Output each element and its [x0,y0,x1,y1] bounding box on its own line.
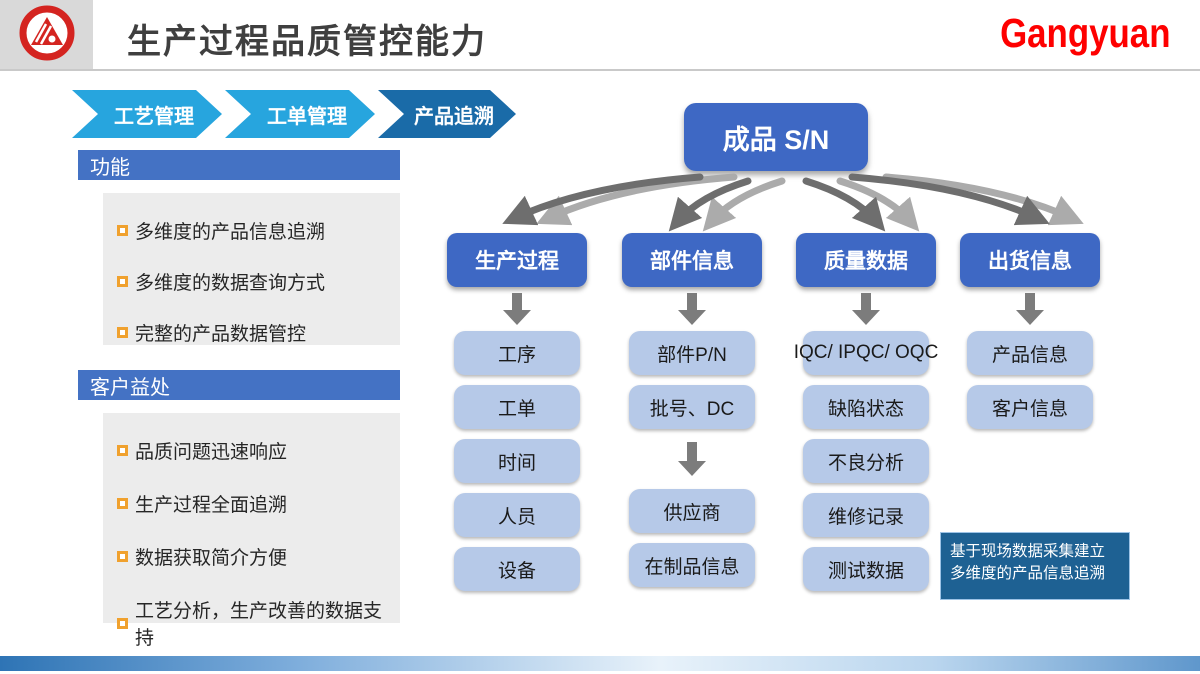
column-header: 生产过程 [447,233,587,287]
diagram-node: 客户信息 [967,385,1093,429]
diagram-node: 部件P/N [629,331,755,375]
section-header-functions: 功能 [78,150,400,180]
diagram-column-quality: 质量数据 IQC/ IPQC/ OQC 缺陷状态 不良分析 维修记录 测试数据 [794,233,938,591]
list-item-label: 多维度的数据查询方式 [135,273,326,294]
diagram-root-node: 成品 S/N [684,103,868,171]
square-bullet-icon [117,276,128,287]
diagram-node: 批号、DC [629,385,755,429]
brand-logo-text: Gangyuan [999,10,1170,56]
column-header: 出货信息 [960,233,1100,287]
down-arrow-icon [678,442,706,476]
diagram-note: 基于现场数据采集建立多维度的产品信息追溯 [940,532,1130,600]
square-bullet-icon [117,327,128,338]
diagram-node: 供应商 [629,489,755,533]
list-item-label: 工艺分析，生产改善的数据支持 [135,601,383,649]
down-arrow-icon [852,293,880,325]
benefits-panel: 品质问题迅速响应 生产过程全面追溯 数据获取简介方便 工艺分析，生产改善的数据支… [103,413,400,649]
square-bullet-icon [117,225,128,236]
diagram-node: IQC/ IPQC/ OQC [794,331,938,375]
square-bullet-icon [117,617,128,629]
square-bullet-icon [117,445,128,456]
logo-block [0,0,93,70]
diagram-node: 测试数据 [803,547,929,591]
square-bullet-icon [117,498,128,509]
list-item-label: 品质问题迅速响应 [135,442,288,463]
diagram-column-production: 生产过程 工序 工单 时间 人员 设备 [447,233,587,591]
list-item-label: 生产过程全面追溯 [135,495,288,516]
list-item: 生产过程全面追溯 [117,490,400,517]
column-header: 质量数据 [796,233,936,287]
square-bullet-icon [117,551,128,562]
breadcrumb-step-workorder-mgmt: 工单管理 [225,90,375,138]
diagram-column-components: 部件信息 部件P/N 批号、DC 供应商 在制品信息 [622,233,762,587]
list-item: 工艺分析，生产改善的数据支持 [117,596,400,650]
down-arrow-icon [678,293,706,325]
footer-decoration-bar [0,656,1200,671]
diagram-node: 维修记录 [803,493,929,537]
section-header-benefits: 客户益处 [78,370,400,400]
diagram-node: 工序 [454,331,580,375]
breadcrumb-step-process-mgmt: 工艺管理 [72,90,222,138]
diagram-node: 设备 [454,547,580,591]
diagram-node: 人员 [454,493,580,537]
list-item: 多维度的数据查询方式 [117,268,400,295]
diagram-node: 不良分析 [803,439,929,483]
company-logo-icon [16,4,78,67]
list-item: 数据获取简介方便 [117,543,400,570]
diagram-node: 在制品信息 [629,543,755,587]
diagram-node: 工单 [454,385,580,429]
list-item-label: 完整的产品数据管控 [135,324,307,345]
page-title: 生产过程品质管控能力 [127,23,487,61]
diagram-node: 产品信息 [967,331,1093,375]
functions-panel: 多维度的产品信息追溯 多维度的数据查询方式 完整的产品数据管控 [103,193,400,345]
column-header: 部件信息 [622,233,762,287]
diagram-node: 时间 [454,439,580,483]
list-item-label: 数据获取简介方便 [135,548,288,569]
diagram-column-shipping: 出货信息 产品信息 客户信息 [960,233,1100,429]
down-arrow-icon [1016,293,1044,325]
breadcrumb-step-product-trace: 产品追溯 [378,90,516,138]
fanout-arrows-icon [502,173,1084,232]
list-item: 多维度的产品信息追溯 [117,217,400,244]
list-item: 品质问题迅速响应 [117,437,400,464]
list-item-label: 多维度的产品信息追溯 [135,222,326,243]
list-item: 完整的产品数据管控 [117,319,400,346]
down-arrow-icon [503,293,531,325]
header-divider [0,69,1200,71]
diagram-node: 缺陷状态 [803,385,929,429]
